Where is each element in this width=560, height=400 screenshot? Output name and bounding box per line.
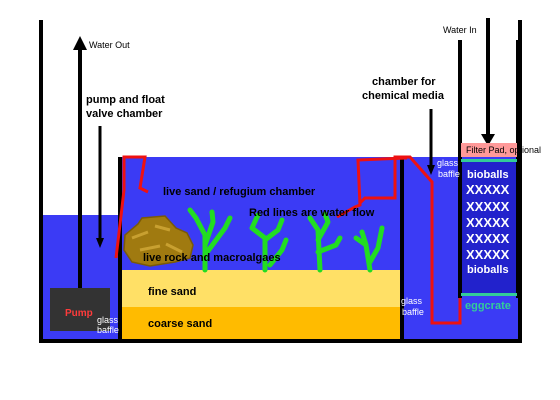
bioballs-bottom-label: bioballs [467,264,509,276]
water-out-label: Water Out [89,40,130,50]
fine-sand-layer [122,270,400,308]
water-in-label: Water In [443,25,477,35]
coarse-sand-label: coarse sand [148,318,212,330]
water-flow-label: Red lines are water flow [249,207,375,219]
filter-pad-label: Filter Pad, optional [466,145,541,155]
eggcrate-label: eggcrate [465,300,511,312]
live-rock-label: live rock and macroalgaes [143,252,281,264]
bioball-tower-walls [458,40,520,298]
filter-pad-divider [461,159,517,162]
water-flow-lines [114,155,462,325]
pump-chamber-label-1: pump and float [86,94,165,106]
fine-sand-label: fine sand [148,286,196,298]
coarse-sand-layer [122,307,400,339]
chem-chamber-label-1: chamber for [372,76,436,88]
live-rock-texture [131,224,183,254]
bioball-row: XXXXX [466,215,510,230]
glass-baffle-left-label-1: glass [97,315,119,325]
bioball-row: XXXXX [466,247,510,262]
pump-chamber-label-2: valve chamber [86,108,163,120]
pump [50,288,110,331]
water-out-arrow [73,36,87,50]
bioball-row: XXXXX [466,199,510,214]
glass-baffle-top-label-1: glass [437,158,459,168]
filter-pad [461,143,517,157]
glass-baffle-top-label-2: baffle [438,169,460,179]
water-in-arrow [481,134,495,146]
bioball-tower [461,160,517,296]
bioballs-top-label: bioballs [467,169,509,181]
glass-baffle-left-label-2: baffle [97,325,119,335]
chem-chamber-pointer-head [427,165,435,175]
glass-baffle-mid-label-1: glass [401,296,423,306]
live-rock [123,215,194,267]
glass-baffle-mid-label-2: baffle [402,307,424,317]
pump-chamber-pointer-head [96,238,104,248]
refugium-label: live sand / refugium chamber [163,186,316,198]
eggcrate-line [461,293,517,296]
chem-chamber-label-2: chemical media [362,90,445,102]
bioball-row: XXXXX [466,182,510,197]
macroalgae [187,207,385,273]
pump-label: Pump [65,308,93,319]
bioball-row: XXXXX [466,231,510,246]
